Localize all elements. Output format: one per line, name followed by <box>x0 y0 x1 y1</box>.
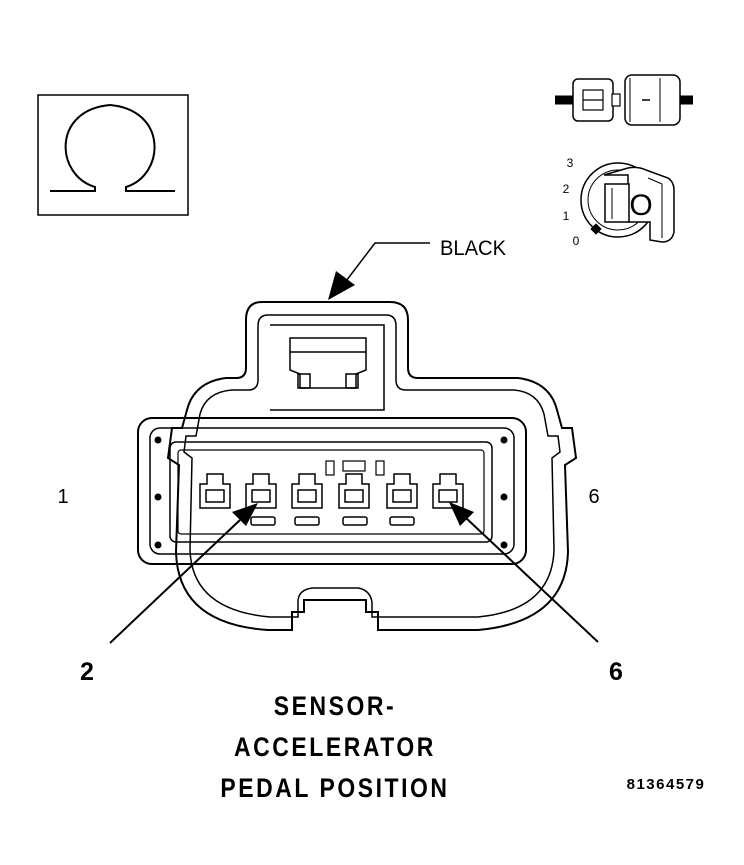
pin-4 <box>338 473 370 526</box>
pin-2-callout-arrow <box>109 503 258 644</box>
title-line-3: PEDAL POSITION <box>220 773 450 803</box>
black-callout-arrow <box>328 242 430 300</box>
pin-6-callout-label: 6 <box>609 658 623 686</box>
key-pos-2: 2 <box>563 182 570 196</box>
title-line-1: SENSOR- <box>273 691 397 721</box>
connector-title: SENSOR- ACCELERATOR PEDAL POSITION <box>169 686 501 809</box>
key-pos-1: 1 <box>563 209 570 223</box>
pin-2 <box>245 473 277 526</box>
key-pos-3: 3 <box>567 156 574 170</box>
color-label: BLACK <box>440 237 506 260</box>
connector-latch <box>270 324 385 411</box>
pin-1 <box>199 473 231 509</box>
pin-terminals <box>199 473 464 526</box>
key-switch-icon: O 3 2 1 0 <box>563 156 675 248</box>
unplugged-connector-icon <box>555 74 693 126</box>
housing-outline <box>166 301 578 631</box>
key-pos-0: 0 <box>573 234 580 248</box>
figure-id: 81364579 <box>627 776 706 793</box>
pin-6 <box>432 473 464 509</box>
pin-2-callout-label: 2 <box>80 658 94 686</box>
omega-icon <box>37 94 189 216</box>
pin-range-right-label: 6 <box>588 486 599 508</box>
pin-range-left-label: 1 <box>57 486 68 508</box>
pin-5 <box>386 473 418 526</box>
pin-6-callout-arrow <box>449 502 599 643</box>
title-line-2: ACCELERATOR <box>234 732 436 762</box>
pin-3 <box>291 473 323 526</box>
connector-face <box>137 417 527 565</box>
key-letter: O <box>629 189 652 222</box>
